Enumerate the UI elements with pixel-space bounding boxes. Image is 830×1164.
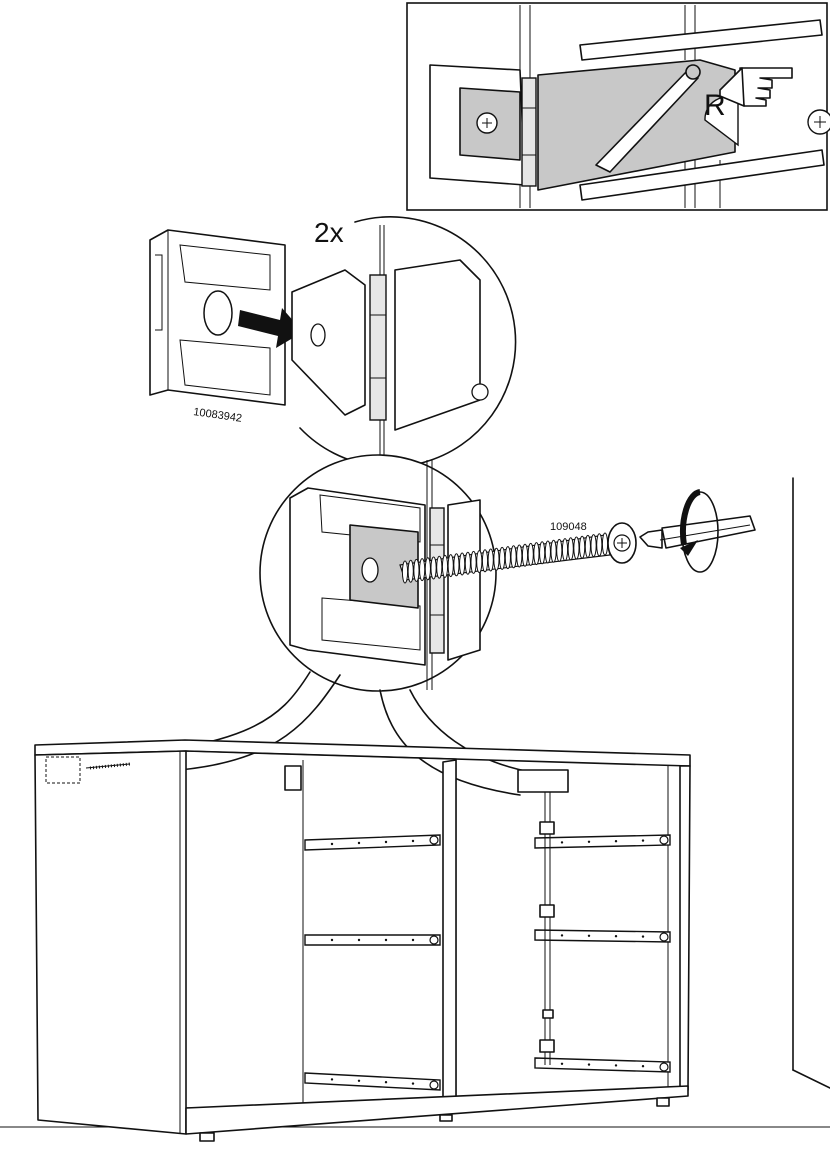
quantity-label: 2x bbox=[314, 217, 344, 248]
hinge-plate-part-number: 10083942 bbox=[193, 406, 243, 425]
rail-bottom bbox=[579, 149, 825, 201]
right-runners bbox=[534, 834, 671, 1073]
rail-top bbox=[579, 19, 823, 61]
hinge-detail-callout bbox=[291, 216, 517, 468]
side-marker-label: R bbox=[704, 89, 726, 122]
clip-plate-part bbox=[149, 229, 286, 406]
pointing-hand-icon bbox=[719, 67, 793, 107]
screw-part bbox=[399, 522, 637, 584]
cabinet-frame bbox=[34, 739, 691, 1142]
rotate-clockwise-icon bbox=[680, 489, 719, 573]
left-runners bbox=[304, 834, 441, 1091]
screw-part-number: 109048 bbox=[550, 521, 587, 533]
screw-head-icon bbox=[613, 534, 631, 552]
detail-inset-panel: R bbox=[406, 2, 830, 211]
hinge-rail bbox=[517, 769, 569, 1065]
insert-arrow-icon bbox=[238, 308, 303, 348]
screwdriver-icon bbox=[639, 515, 756, 549]
screw-detail-callout bbox=[259, 454, 497, 692]
